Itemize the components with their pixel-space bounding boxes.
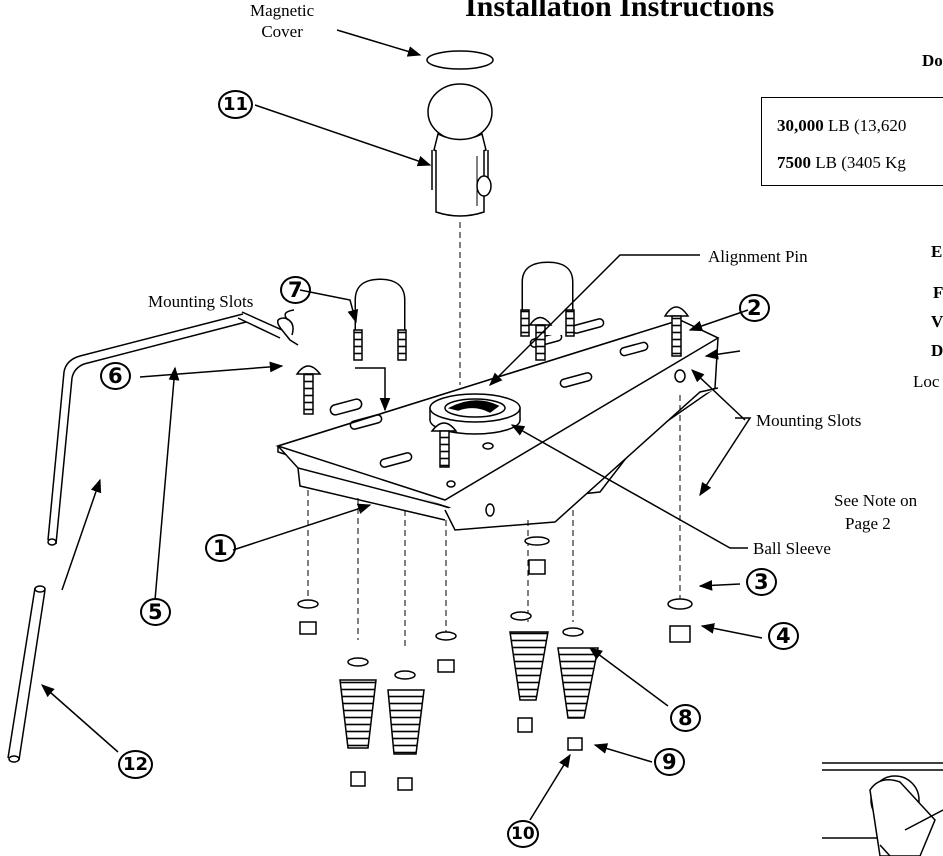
detail-view (822, 762, 943, 856)
handle-rod (47, 313, 247, 546)
side-text-f: F (933, 283, 943, 302)
side-text-d: D (931, 341, 943, 360)
rating-box: 30,000 LB (13,620 7500 LB (3405 Kg (761, 97, 943, 186)
extension-rod (7, 585, 46, 763)
callout-2: 2 (739, 294, 770, 322)
alignment-pin-label: Alignment Pin (708, 247, 808, 266)
callout-10: 10 (507, 820, 539, 848)
callout-8: 8 (670, 704, 701, 732)
callout-4: 4 (768, 622, 799, 650)
spring-3 (509, 631, 549, 733)
washers-nuts (297, 536, 693, 680)
magnetic-cover (426, 50, 494, 70)
callout-12: 12 (118, 750, 154, 779)
plate-slots (329, 318, 686, 517)
callout-1: 1 (205, 534, 236, 562)
callout-7: 7 (280, 276, 311, 304)
mounting-slots-left-label: Mounting Slots (148, 292, 254, 311)
callout-11: 11 (218, 90, 254, 119)
see-note-label: See Note on (834, 491, 918, 510)
leader-arrows (40, 29, 763, 821)
latch-pin (237, 309, 299, 346)
page-title: Installation Instructions (465, 0, 775, 23)
assembly-lines (307, 222, 681, 650)
rating-row2-value: 7500 (777, 153, 811, 172)
carriage-bolt-1 (295, 365, 322, 415)
rating-row1-text: LB (13,620 (823, 116, 907, 135)
rating-row1-value: 30,000 (777, 116, 824, 135)
carriage-bolt-2 (663, 306, 690, 357)
callout-3: 3 (746, 568, 777, 596)
spring-2 (387, 689, 425, 791)
carriage-bolt-3 (430, 422, 458, 468)
side-text-v: V (931, 312, 943, 331)
hitch-ball (427, 83, 493, 217)
ball-sleeve (429, 393, 521, 435)
callout-6: 6 (100, 362, 131, 390)
callout-5: 5 (140, 598, 171, 626)
side-text-do: Do (922, 51, 943, 70)
u-bolt-right (520, 261, 575, 337)
spring-4 (557, 647, 599, 751)
callout-9: 9 (654, 748, 685, 776)
side-text-e: E (931, 242, 943, 261)
magnetic-cover-label: Magnetic Cover (250, 1, 315, 42)
u-bolt-left (353, 278, 407, 361)
ball-sleeve-label: Ball Sleeve (753, 539, 831, 558)
see-note-page-label: Page 2 (845, 514, 891, 533)
spring-1 (339, 679, 377, 787)
side-text-loc: Loc (913, 372, 940, 391)
mounting-slots-right-label: Mounting Slots (756, 411, 862, 430)
rating-row2-text: LB (3405 Kg (811, 153, 906, 172)
